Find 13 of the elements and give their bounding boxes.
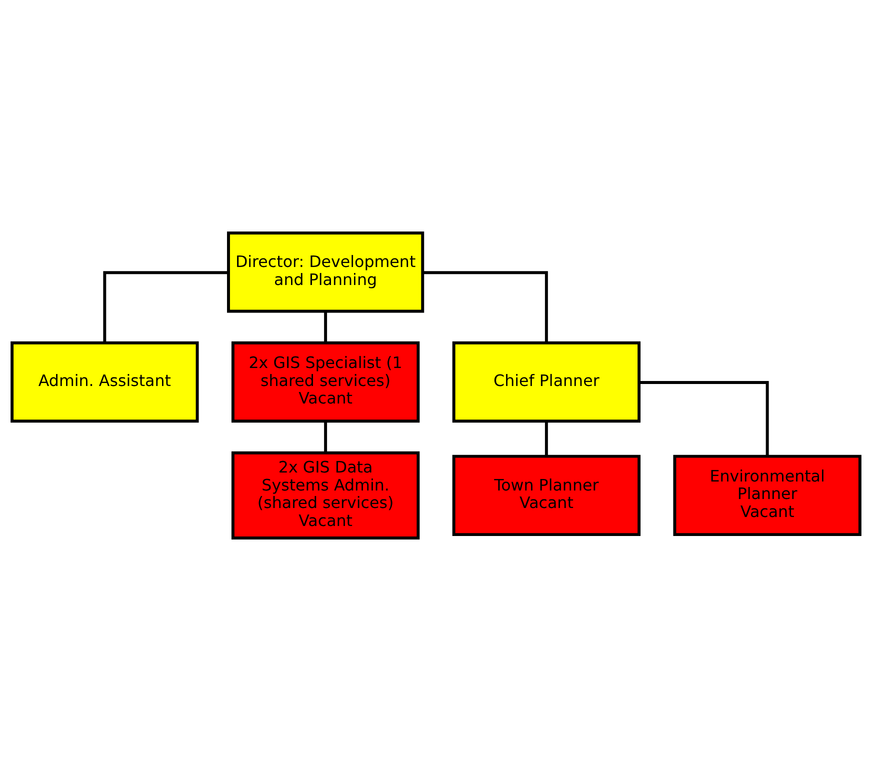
connector bbox=[103, 271, 228, 343]
connector bbox=[422, 271, 548, 343]
node-box: 2x GIS Data Systems Admin. (shared services) Vacant bbox=[231, 451, 420, 540]
node-box: Environmental Planner Vacant bbox=[673, 454, 862, 536]
node-box: Chief Planner bbox=[452, 341, 641, 423]
node-box: Admin. Assistant bbox=[10, 341, 199, 423]
connector bbox=[544, 421, 548, 456]
node-box: Director: Development and Planning bbox=[227, 231, 424, 313]
connector bbox=[639, 381, 769, 456]
connector bbox=[324, 311, 328, 343]
connector bbox=[324, 421, 328, 453]
node-box: 2x GIS Specialist (1 shared services) Vacant bbox=[231, 341, 420, 423]
node-box: Town Planner Vacant bbox=[452, 454, 641, 536]
